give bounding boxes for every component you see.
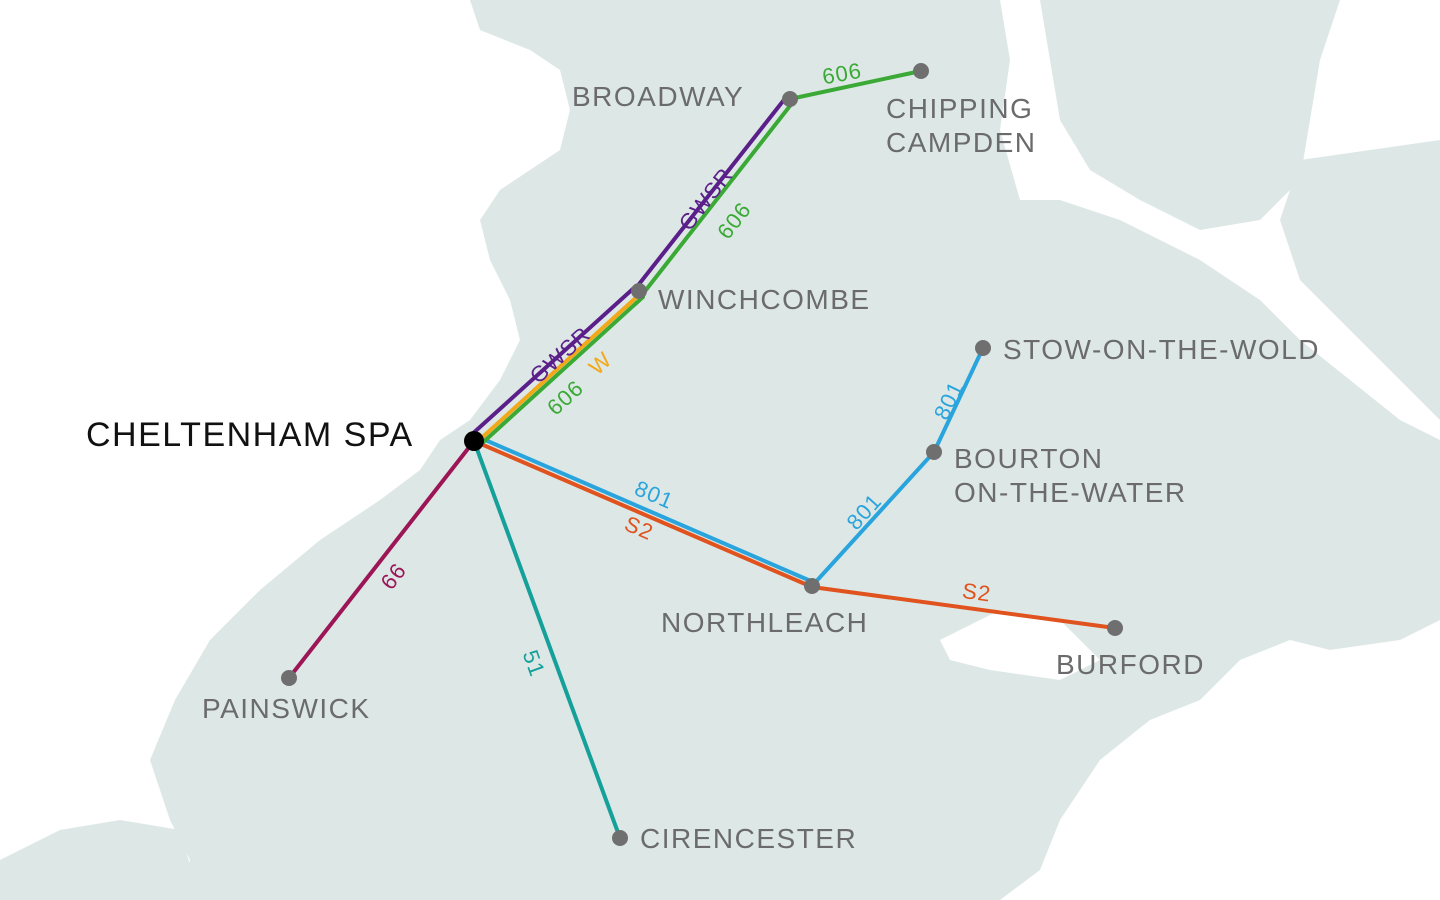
route-line-606-winchcombe-broadway[interactable]: [640, 100, 795, 297]
town-label-bourton-line1: BOURTON: [954, 443, 1104, 474]
route-label-s2-b: S2: [961, 578, 993, 607]
town-label-burford: BURFORD: [1056, 649, 1205, 680]
route-line-s2-cheltenham-northleach[interactable]: [472, 439, 814, 589]
route-line-gwsr-cheltenham-winchcombe[interactable]: [468, 285, 637, 438]
town-label-northleach: NORTHLEACH: [661, 607, 868, 638]
town-label-broadway: BROADWAY: [572, 81, 744, 112]
stop-broadway[interactable]: [782, 91, 798, 107]
stop-bourton-on-the-water[interactable]: [926, 444, 942, 460]
route-line-66-cheltenham-painswick[interactable]: [287, 439, 476, 680]
town-label-bourton-line2: ON-THE-WATER: [954, 477, 1187, 508]
stop-northleach[interactable]: [804, 578, 820, 594]
land-main: [150, 0, 1440, 900]
hub-label-cheltenham-spa: CHELTENHAM SPA: [86, 416, 414, 454]
land-northeast: [1040, 0, 1340, 230]
route-lines: [287, 69, 1117, 840]
town-label-chipping-campden-line2: CAMPDEN: [886, 127, 1037, 158]
town-label-painswick: PAINSWICK: [202, 693, 371, 724]
stop-winchcombe[interactable]: [631, 283, 647, 299]
route-line-801-cheltenham-northleach[interactable]: [474, 434, 815, 584]
land-east: [1280, 140, 1440, 420]
stop-chipping-campden[interactable]: [913, 63, 929, 79]
stop-stow-on-the-wold[interactable]: [975, 340, 991, 356]
town-label-chipping-campden-line1: CHIPPING: [886, 93, 1033, 124]
route-line-51-cheltenham-cirencester[interactable]: [472, 439, 622, 840]
route-line-801-northleach-bourton[interactable]: [810, 450, 936, 588]
route-line-801-bourton-stow[interactable]: [932, 346, 985, 454]
town-labels: CHELTENHAM SPA BROADWAY CHIPPING CAMPDEN…: [86, 81, 1320, 854]
route-line-w-cheltenham-winchcombe[interactable]: [474, 292, 642, 445]
route-line-s2-northleach-burford[interactable]: [810, 585, 1117, 630]
town-label-cirencester: CIRENCESTER: [640, 823, 857, 854]
route-line-606-broadway-chipping-campden[interactable]: [788, 69, 923, 101]
stop-painswick[interactable]: [281, 670, 297, 686]
land-cut: [940, 610, 1100, 680]
stops: [281, 63, 1123, 846]
stop-burford[interactable]: [1107, 620, 1123, 636]
stop-cirencester[interactable]: [612, 830, 628, 846]
route-line-gwsr-winchcombe-broadway[interactable]: [634, 94, 789, 290]
stop-cheltenham-spa[interactable]: [464, 431, 484, 451]
route-line-606-cheltenham-winchcombe[interactable]: [477, 295, 645, 448]
town-label-stow-on-the-wold: STOW-ON-THE-WOLD: [1003, 334, 1320, 365]
town-label-winchcombe: WINCHCOMBE: [658, 284, 871, 315]
land-southwest: [0, 820, 200, 900]
